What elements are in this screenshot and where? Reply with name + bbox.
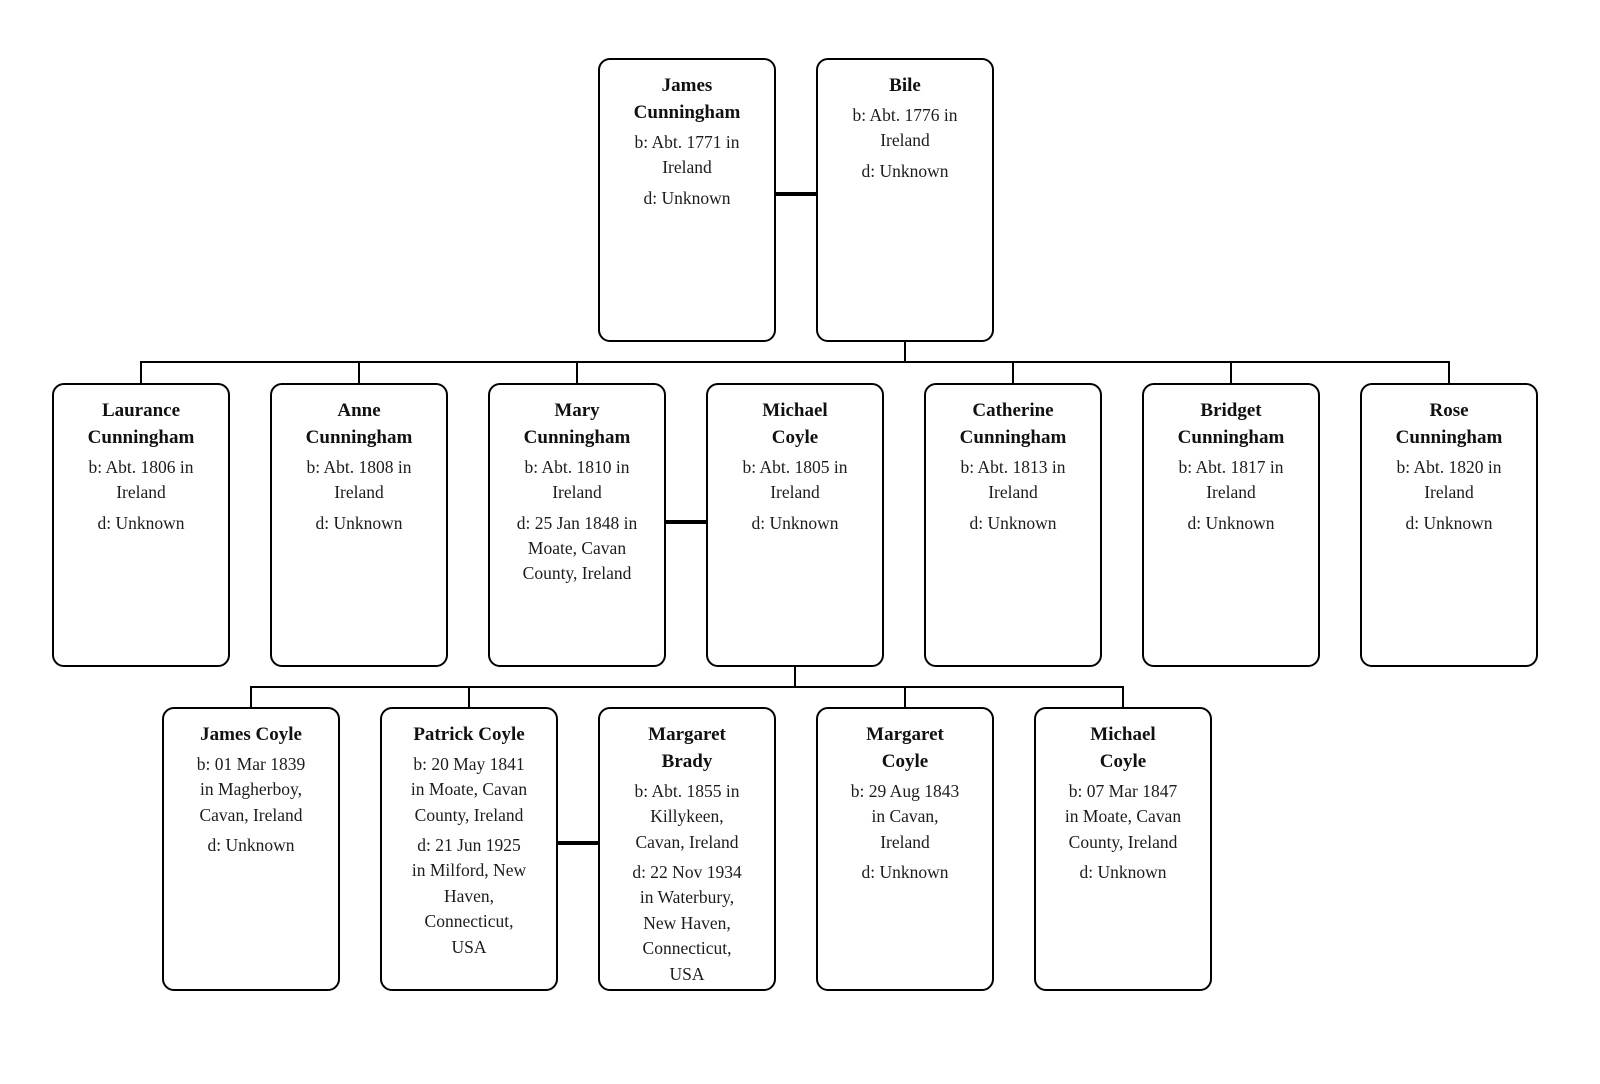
person-birth: b: Abt. 1776 in Ireland: [852, 104, 958, 151]
person-name: Rose Cunningham: [1395, 400, 1503, 448]
person-death: d: 22 Nov 1934 in Waterbury, New Haven, …: [632, 862, 742, 984]
person-death: d: Unknown: [751, 512, 839, 533]
person-birth: b: Abt. 1810 in Ireland: [524, 456, 630, 503]
person-card-bile: Bile b: Abt. 1776 in Ireland d: Unknown: [816, 58, 994, 342]
child-drop-catherine: [1012, 362, 1014, 383]
person-card-margaret-brady: Margaret Brady b: Abt. 1855 in Killykeen…: [598, 707, 776, 991]
person-name: Margaret Coyle: [866, 724, 944, 772]
person-name: Bile: [889, 75, 921, 96]
person-birth: b: Abt. 1808 in Ireland: [306, 456, 412, 503]
marriage-line-patrick-margaret: [558, 841, 598, 845]
person-name: Michael Coyle: [1090, 724, 1156, 772]
parent-drop-gen1: [904, 342, 906, 362]
child-drop-patrick-coyle: [468, 687, 470, 707]
person-birth: b: Abt. 1805 in Ireland: [742, 456, 848, 503]
child-drop-margaret-coyle: [904, 687, 906, 707]
person-birth: b: Abt. 1813 in Ireland: [960, 456, 1066, 503]
person-card-michael-coyle-jr: Michael Coyle b: 07 Mar 1847 in Moate, C…: [1034, 707, 1212, 991]
person-death: d: Unknown: [1405, 512, 1493, 533]
person-birth: b: 01 Mar 1839 in Magherboy, Cavan, Irel…: [196, 753, 306, 825]
person-death: d: Unknown: [1187, 512, 1275, 533]
child-drop-laurance: [140, 362, 142, 383]
person-card-rose-cunningham: Rose Cunningham b: Abt. 1820 in Ireland …: [1360, 383, 1538, 667]
person-birth: b: 07 Mar 1847 in Moate, Cavan County, I…: [1064, 780, 1182, 852]
person-name: James Cunningham: [633, 75, 741, 123]
person-name: Margaret Brady: [648, 724, 726, 772]
person-card-laurance-cunningham: Laurance Cunningham b: Abt. 1806 in Irel…: [52, 383, 230, 667]
sibling-rail-gen3: [250, 686, 1124, 688]
person-name: Bridget Cunningham: [1177, 400, 1285, 448]
person-name: Mary Cunningham: [523, 400, 631, 448]
person-death: d: Unknown: [969, 512, 1057, 533]
person-name: James Coyle: [200, 724, 302, 745]
person-card-james-coyle: James Coyle b: 01 Mar 1839 in Magherboy,…: [162, 707, 340, 991]
person-death: d: Unknown: [315, 512, 403, 533]
person-card-mary-cunningham: Mary Cunningham b: Abt. 1810 in Ireland …: [488, 383, 666, 667]
person-death: d: Unknown: [207, 835, 295, 856]
marriage-line-mary-michael: [666, 520, 706, 524]
person-name: Catherine Cunningham: [959, 400, 1067, 448]
person-death: d: Unknown: [861, 160, 949, 181]
sibling-rail-gen2: [140, 361, 1450, 363]
child-drop-mary: [576, 362, 578, 383]
person-birth: b: Abt. 1820 in Ireland: [1396, 456, 1502, 503]
person-birth: b: Abt. 1817 in Ireland: [1178, 456, 1284, 503]
child-drop-james-coyle: [250, 687, 252, 707]
person-card-james-cunningham: James Cunningham b: Abt. 1771 in Ireland…: [598, 58, 776, 342]
person-death: d: Unknown: [97, 512, 185, 533]
person-birth: b: 20 May 1841 in Moate, Cavan County, I…: [410, 753, 528, 825]
person-death: d: Unknown: [861, 862, 949, 883]
person-birth: b: Abt. 1771 in Ireland: [634, 131, 740, 178]
child-drop-bridget: [1230, 362, 1232, 383]
person-death: d: 25 Jan 1848 in Moate, Cavan County, I…: [516, 512, 638, 584]
person-card-anne-cunningham: Anne Cunningham b: Abt. 1808 in Ireland …: [270, 383, 448, 667]
person-death: d: Unknown: [1079, 862, 1167, 883]
person-name: Patrick Coyle: [413, 724, 525, 745]
person-birth: b: 29 Aug 1843 in Cavan, Ireland: [850, 780, 960, 852]
person-card-catherine-cunningham: Catherine Cunningham b: Abt. 1813 in Ire…: [924, 383, 1102, 667]
parent-drop-gen2: [794, 667, 796, 687]
child-drop-anne: [358, 362, 360, 383]
person-death: d: 21 Jun 1925 in Milford, New Haven, Co…: [411, 835, 527, 957]
child-drop-rose: [1448, 362, 1450, 383]
person-name: Laurance Cunningham: [87, 400, 195, 448]
person-card-patrick-coyle: Patrick Coyle b: 20 May 1841 in Moate, C…: [380, 707, 558, 991]
person-name: Anne Cunningham: [305, 400, 413, 448]
person-card-bridget-cunningham: Bridget Cunningham b: Abt. 1817 in Irela…: [1142, 383, 1320, 667]
person-name: Michael Coyle: [762, 400, 828, 448]
person-card-margaret-coyle: Margaret Coyle b: 29 Aug 1843 in Cavan, …: [816, 707, 994, 991]
person-birth: b: Abt. 1806 in Ireland: [88, 456, 194, 503]
person-death: d: Unknown: [643, 187, 731, 208]
person-card-michael-coyle-sr: Michael Coyle b: Abt. 1805 in Ireland d:…: [706, 383, 884, 667]
child-drop-michael-coyle: [1122, 687, 1124, 707]
marriage-line-james-bile: [776, 192, 816, 196]
person-birth: b: Abt. 1855 in Killykeen, Cavan, Irelan…: [634, 780, 740, 852]
